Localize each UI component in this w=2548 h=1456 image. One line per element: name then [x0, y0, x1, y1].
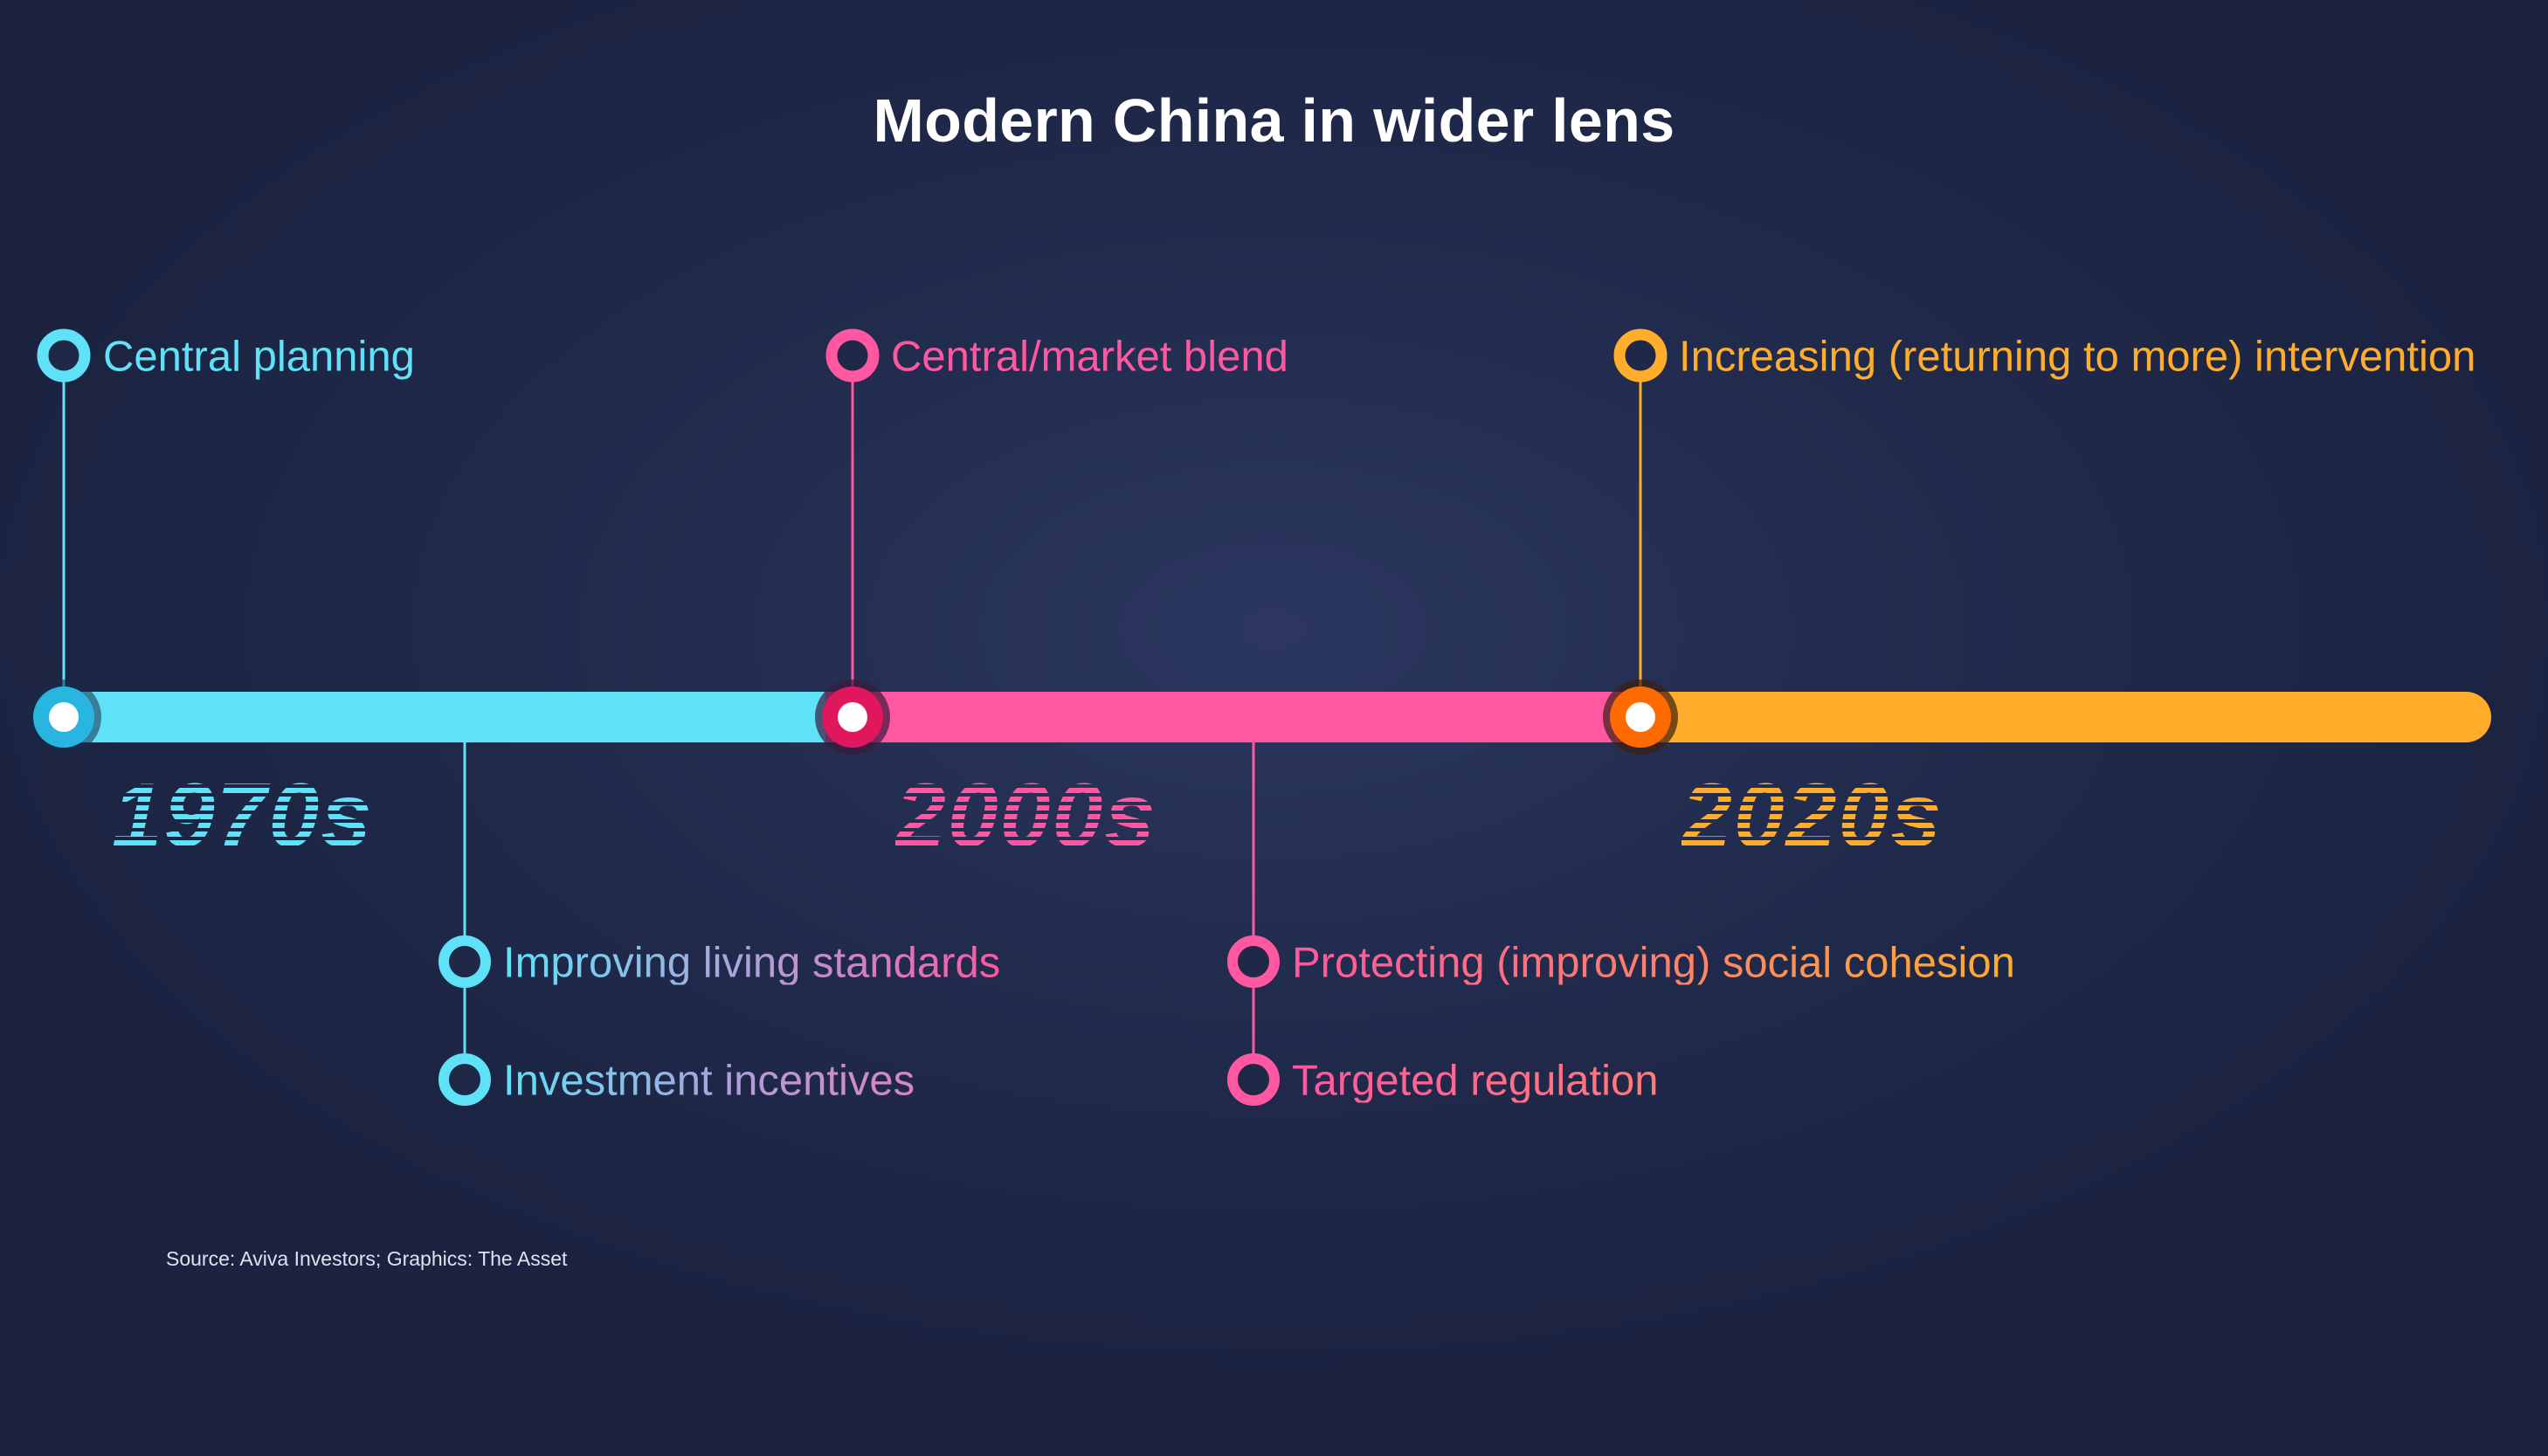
transition-item-targeted-regulation: Targeted regulation — [1292, 1057, 1659, 1105]
timeline-segment-1970s — [35, 692, 847, 742]
decade-label-2000s: 2000s — [895, 765, 1157, 866]
timeline-segment-2000s — [825, 692, 1642, 742]
marker-ring-living-standards — [438, 935, 491, 988]
marker-ring-investment — [438, 1053, 491, 1106]
era-label-2020s: Increasing (returning to more) intervent… — [1679, 333, 2476, 381]
page-title: Modern China in wider lens — [873, 86, 1675, 155]
marker-ring-social-cohesion — [1227, 935, 1280, 988]
era-label-1970s: Central planning — [103, 333, 415, 381]
marker-ring-2020s — [1613, 328, 1668, 383]
decade-label-2020s: 2020s — [1681, 765, 1944, 866]
era-label-2000s: Central/market blend — [891, 333, 1288, 381]
decade-label-1970s: 1970s — [112, 765, 374, 866]
timeline-segment-2020s — [1625, 692, 2491, 742]
marker-ring-1970s — [37, 328, 91, 383]
marker-ring-2000s — [825, 328, 880, 383]
source-note: Source: Aviva Investors; Graphics: The A… — [166, 1247, 568, 1270]
transition-item-living-standards: Improving living standards — [503, 939, 1001, 987]
transition-item-investment: Investment incentives — [503, 1057, 915, 1105]
marker-ring-targeted-regulation — [1227, 1053, 1280, 1106]
transition-item-social-cohesion: Protecting (improving) social cohesion — [1292, 939, 2015, 987]
